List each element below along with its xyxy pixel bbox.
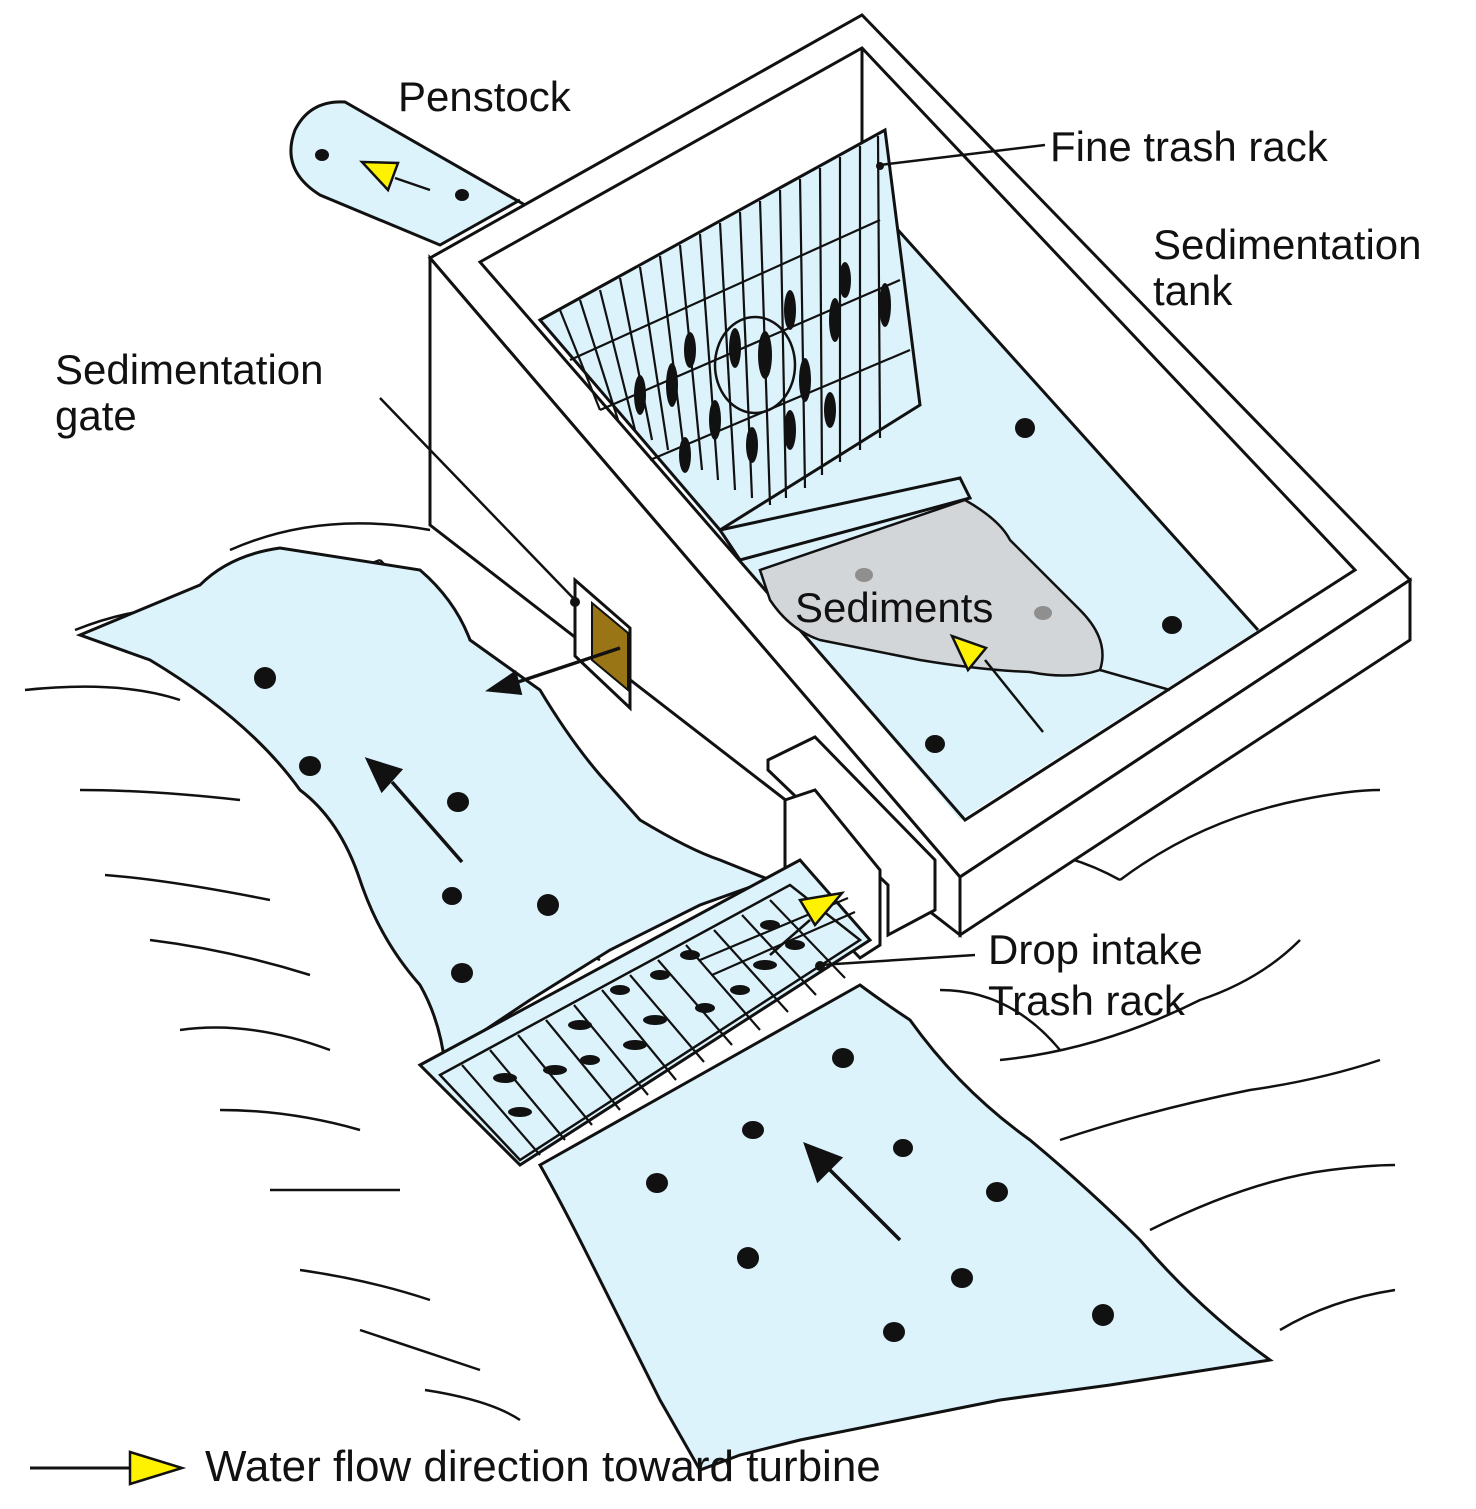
penstock-pipe [289, 100, 526, 247]
sediment-pebble-2 [1034, 606, 1052, 620]
legend-arrow-symbol [30, 1450, 187, 1486]
tank-debris [925, 418, 1182, 753]
penstock-debris-2 [455, 189, 469, 201]
sedimentation-tank-label-1: Sedimentation [1153, 221, 1422, 268]
flow-arrows [364, 646, 902, 1242]
leader-lines [379, 143, 1046, 967]
sedimentation-tank-right-wall [958, 577, 1412, 938]
tank-floor-divider [1099, 668, 1171, 692]
tank-weir-step [717, 476, 973, 562]
fine-trash-rack [537, 127, 922, 532]
drop-intake-trash-rack [417, 858, 873, 1167]
legend-label: Water flow direction toward turbine [205, 1442, 881, 1491]
river-channel-right [537, 983, 1274, 1472]
leader-dot-gate [570, 597, 580, 607]
leader-dot-intake [815, 961, 825, 971]
penstock-debris-1 [315, 149, 329, 161]
penstock-label: Penstock [398, 73, 571, 120]
sedimentation-gate-label-2: gate [55, 392, 137, 439]
sediments-label: Sediments [795, 584, 994, 631]
sediment-deposit [758, 498, 1104, 677]
sedimentation-tank-label-2: tank [1153, 267, 1233, 314]
drop-intake-label-1: Drop intake [988, 926, 1203, 973]
sediment-pebble-1 [855, 568, 873, 582]
sedimentation-gate [591, 600, 629, 693]
sedimentation-tank-inner-rim [477, 46, 1358, 822]
fine-trash-rack-label: Fine trash rack [1050, 123, 1328, 170]
drop-intake-label-2: Trash rack [988, 977, 1185, 1024]
tank-inner-edge-2 [860, 188, 1260, 632]
leader-dot-rack [876, 162, 884, 170]
river-debris [254, 667, 1114, 1342]
sedimentation-gate-label-1: Sedimentation [55, 346, 324, 393]
yellow-flow-arrows [359, 160, 1044, 956]
